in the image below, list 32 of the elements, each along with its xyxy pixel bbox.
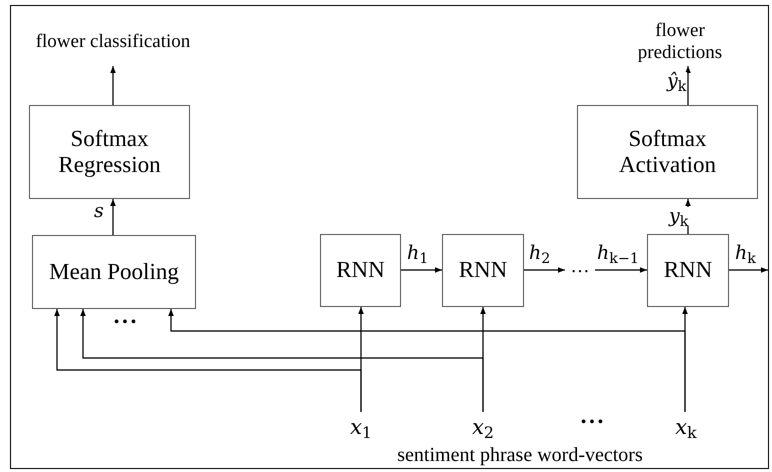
edge-label: h$_{k−1}$ bbox=[596, 244, 640, 263]
output-text: flower predictions bbox=[630, 18, 730, 66]
process-box: RNN bbox=[320, 234, 401, 307]
arrow bbox=[595, 267, 647, 273]
edge-label: h$_{1}$ bbox=[406, 244, 430, 263]
edge-label: ŷ$_{k}$ bbox=[666, 72, 688, 91]
edge-label: h$_{k}$ bbox=[734, 244, 757, 263]
process-box: RNN bbox=[647, 234, 729, 307]
output-text: flower classification bbox=[33, 18, 193, 66]
input-variable: x$_{k}$ bbox=[668, 412, 704, 442]
arrow bbox=[685, 66, 691, 105]
edge-label: y$_{k}$ bbox=[668, 207, 690, 226]
input-variable: x$_{1}$ bbox=[343, 412, 379, 442]
ellipsis: • • • bbox=[113, 314, 137, 332]
arrow bbox=[110, 199, 116, 235]
arrow bbox=[401, 267, 442, 273]
arrow bbox=[685, 199, 691, 234]
process-box: Softmax Regression bbox=[29, 105, 190, 199]
output-text: … bbox=[565, 256, 595, 278]
edge-label: h$_{2}$ bbox=[528, 244, 552, 263]
arrow bbox=[80, 309, 484, 412]
arrow bbox=[168, 309, 686, 412]
process-box: Softmax Activation bbox=[577, 105, 758, 199]
input-variable: x$_{2}$ bbox=[465, 412, 501, 442]
caption-text: sentiment phrase word-vectors bbox=[396, 443, 644, 468]
arrow bbox=[524, 267, 565, 273]
arrow bbox=[54, 309, 362, 412]
ellipsis: • • • bbox=[580, 414, 604, 432]
arrow bbox=[729, 267, 768, 273]
process-box: RNN bbox=[442, 234, 524, 307]
arrow bbox=[110, 66, 116, 105]
process-box: Mean Pooling bbox=[32, 235, 196, 309]
